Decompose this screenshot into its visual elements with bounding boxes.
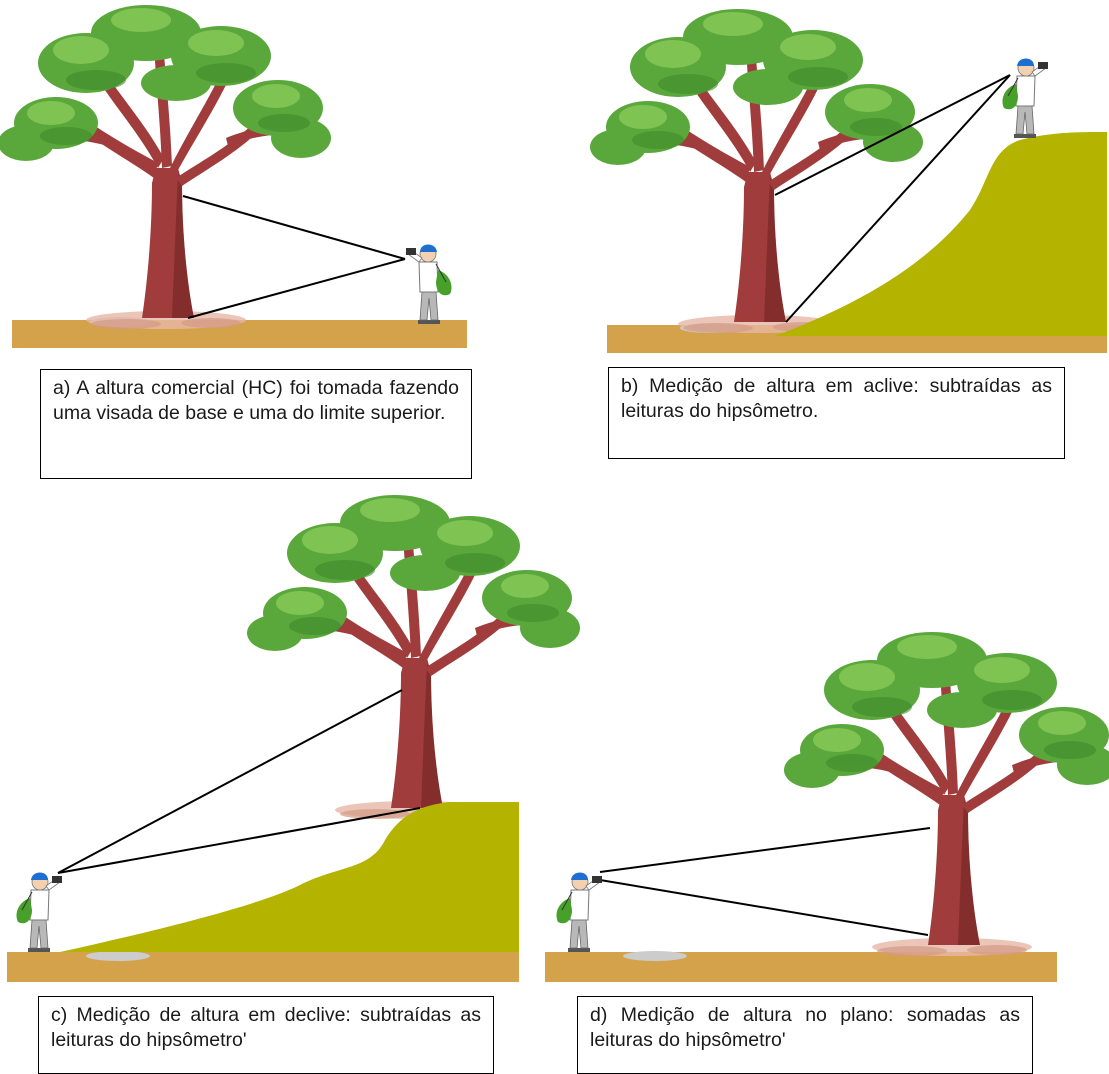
caption-b: b) Medição de altura em aclive: subtraíd… xyxy=(608,367,1065,459)
panel-c xyxy=(7,495,580,982)
surveyor-icon xyxy=(17,873,63,953)
sight-line-upper xyxy=(182,195,406,260)
sight-line-base xyxy=(599,879,929,936)
caption-a-text: a) A altura comercial (HC) foi tomada fa… xyxy=(53,377,459,424)
panel-d xyxy=(545,632,1109,982)
slope-b xyxy=(775,132,1107,336)
sight-line-base xyxy=(57,807,421,874)
panel-b xyxy=(590,9,1107,353)
sight-line-upper xyxy=(599,827,931,873)
sight-line-base xyxy=(187,258,406,319)
ground-d xyxy=(545,952,1057,982)
tree-icon xyxy=(784,632,1109,956)
caption-a: a) A altura comercial (HC) foi tomada fa… xyxy=(40,369,472,479)
slope-c xyxy=(60,802,519,952)
sight-line-base xyxy=(785,74,1011,323)
surveyor-icon xyxy=(557,873,603,953)
surveyor-icon xyxy=(1003,59,1049,139)
sight-line-upper xyxy=(57,689,403,874)
caption-b-text: b) Medição de altura em aclive: subtraíd… xyxy=(621,375,1052,422)
caption-c: c) Medição de altura em declive: subtraí… xyxy=(38,996,494,1074)
caption-d: d) Medição de altura no plano: somadas a… xyxy=(577,996,1033,1074)
panel-a xyxy=(0,5,467,348)
tree-icon xyxy=(247,495,580,819)
ground-c xyxy=(7,952,519,982)
ground-a xyxy=(12,320,467,348)
sight-line-upper xyxy=(774,74,1011,196)
caption-d-text: d) Medição de altura no plano: somadas a… xyxy=(590,1004,1020,1051)
surveyor-icon xyxy=(405,244,452,325)
caption-c-text: c) Medição de altura em declive: subtraí… xyxy=(51,1004,481,1051)
tree-icon xyxy=(590,9,923,333)
tree-icon xyxy=(0,5,331,329)
